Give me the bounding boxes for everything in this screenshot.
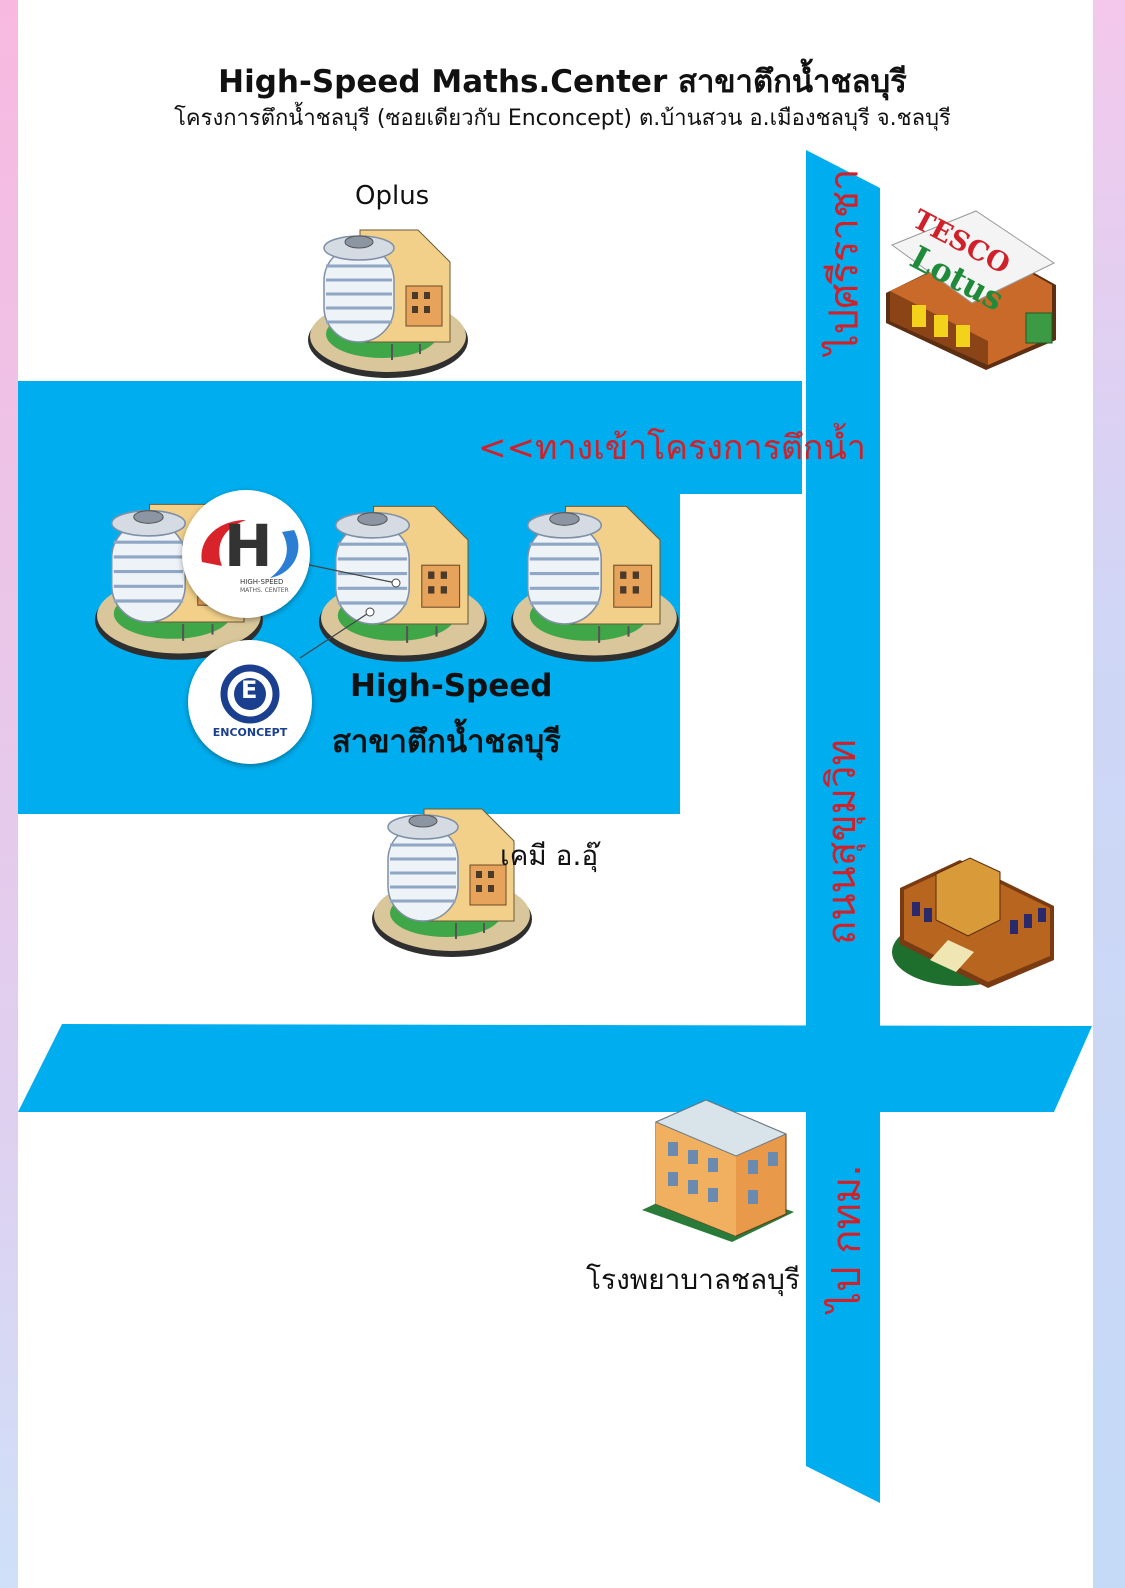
building-right-icon <box>502 498 692 666</box>
highspeed-swoosh-icon <box>201 520 299 578</box>
enconcept-emblem-icon <box>220 664 280 724</box>
sukhumvit-road <box>806 150 880 1503</box>
highspeed-logo-line1: HIGH-SPEED <box>240 578 284 586</box>
oplus-label: Oplus <box>355 181 430 211</box>
page-title: High-Speed Maths.Center สาขาตึกน้ำชลบุรี <box>218 64 907 100</box>
school-building-icon <box>892 857 1054 988</box>
tesco-lotus-store-icon <box>886 210 1056 370</box>
hospital-label: โรงพยาบาลชลบุรี <box>586 1263 800 1296</box>
highspeed-logo-line2: MATHS. CENTER <box>240 587 289 594</box>
chemistry-label: เคมี อ.อุ๊ <box>500 839 599 872</box>
chemistry-building-icon <box>364 800 544 962</box>
road-label-sukhumvit: ถนนสุขุมวิท <box>819 739 865 945</box>
road-label-to-sriracha: ไปศรีราชา <box>821 168 868 355</box>
cross-road <box>18 1024 1092 1112</box>
entrance-label: <<ทางเข้าโครงการตึกน้ำ <box>478 428 866 468</box>
enconcept-logo: E ENCONCEPT <box>188 640 312 764</box>
branch-label-line1: High-Speed <box>350 668 553 704</box>
highspeed-building-icon <box>310 498 500 666</box>
enconcept-logo-name: ENCONCEPT <box>212 726 288 739</box>
page-subtitle: โครงการตึกน้ำชลบุรี (ซอยเดียวกับ Enconce… <box>174 106 951 131</box>
oplus-building-icon <box>300 222 480 382</box>
highspeed-logo: H HIGH-SPEED MATHS. CENTER <box>182 490 310 618</box>
enconcept-logo-letter: E <box>241 676 258 704</box>
right-edge-gradient <box>1093 0 1125 1588</box>
branch-label-line2: สาขาตึกน้ำชลบุรี <box>332 724 561 760</box>
left-edge-gradient <box>0 0 18 1588</box>
road-label-to-bangkok: ไป กทม. <box>824 1164 870 1312</box>
hospital-building-icon <box>642 1099 794 1242</box>
highspeed-logo-letter: H <box>224 512 273 580</box>
